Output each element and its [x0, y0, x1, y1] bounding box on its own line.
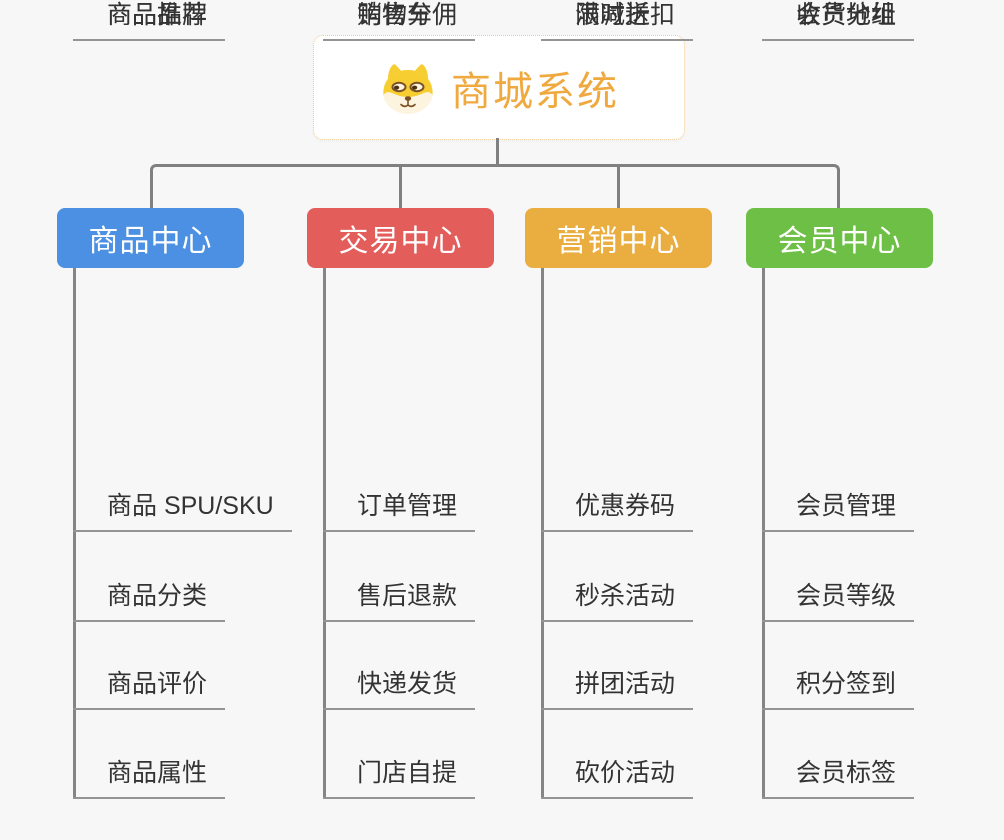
leaf-node-member-tags[interactable]: 会员标签 [762, 758, 915, 799]
leaf-node-product-category[interactable]: 商品分类 [73, 581, 226, 622]
leaf-node-shipping-address[interactable]: 收货地址 [762, 0, 915, 41]
branch-node-marketing-center[interactable]: 营销中心 [525, 208, 712, 268]
leaf-node-after-sale-refund[interactable]: 售后退款 [323, 581, 476, 622]
connector-trunk-trade [323, 268, 326, 799]
leaf-node-product-attribute[interactable]: 商品属性 [73, 758, 226, 799]
root-node[interactable]: 商城系统 [313, 35, 685, 140]
connector-trunk-marketing [541, 268, 544, 799]
leaf-node-product-brand[interactable]: 商品品牌 [73, 0, 226, 41]
leaf-node-product-review[interactable]: 商品评价 [73, 669, 226, 710]
leaf-node-coupon-code[interactable]: 优惠券码 [541, 491, 694, 532]
connector-trunk-member [762, 268, 765, 799]
leaf-node-order-management[interactable]: 订单管理 [323, 491, 476, 532]
leaf-node-points-checkin[interactable]: 积分签到 [762, 669, 915, 710]
connector-drop-marketing [617, 164, 620, 208]
leaf-node-flash-sale[interactable]: 秒杀活动 [541, 581, 694, 622]
dog-face-icon [383, 63, 433, 114]
leaf-node-express-delivery[interactable]: 快递发货 [323, 669, 476, 710]
root-title: 商城系统 [451, 69, 619, 114]
leaf-node-sales-commission[interactable]: 销售分佣 [323, 0, 476, 41]
leaf-node-member-level[interactable]: 会员等级 [762, 581, 915, 622]
leaf-node-group-buy[interactable]: 拼团活动 [541, 669, 694, 710]
leaf-node-store-pickup[interactable]: 门店自提 [323, 758, 476, 799]
branch-node-product-center[interactable]: 商品中心 [57, 208, 244, 268]
leaf-node-spend-and-save[interactable]: 满减送 [541, 0, 669, 41]
leaf-node-bargain-activity[interactable]: 砍价活动 [541, 758, 694, 799]
leaf-node-member-management[interactable]: 会员管理 [762, 491, 915, 532]
connector-root-stem [496, 138, 499, 166]
branch-node-trade-center[interactable]: 交易中心 [307, 208, 494, 268]
leaf-node-product-spu-sku[interactable]: 商品 SPU/SKU [73, 491, 292, 532]
connector-trunk-product [73, 268, 76, 799]
connector-drop-trade [399, 164, 402, 208]
branch-node-member-center[interactable]: 会员中心 [746, 208, 933, 268]
connector-branch-rail [150, 164, 840, 208]
